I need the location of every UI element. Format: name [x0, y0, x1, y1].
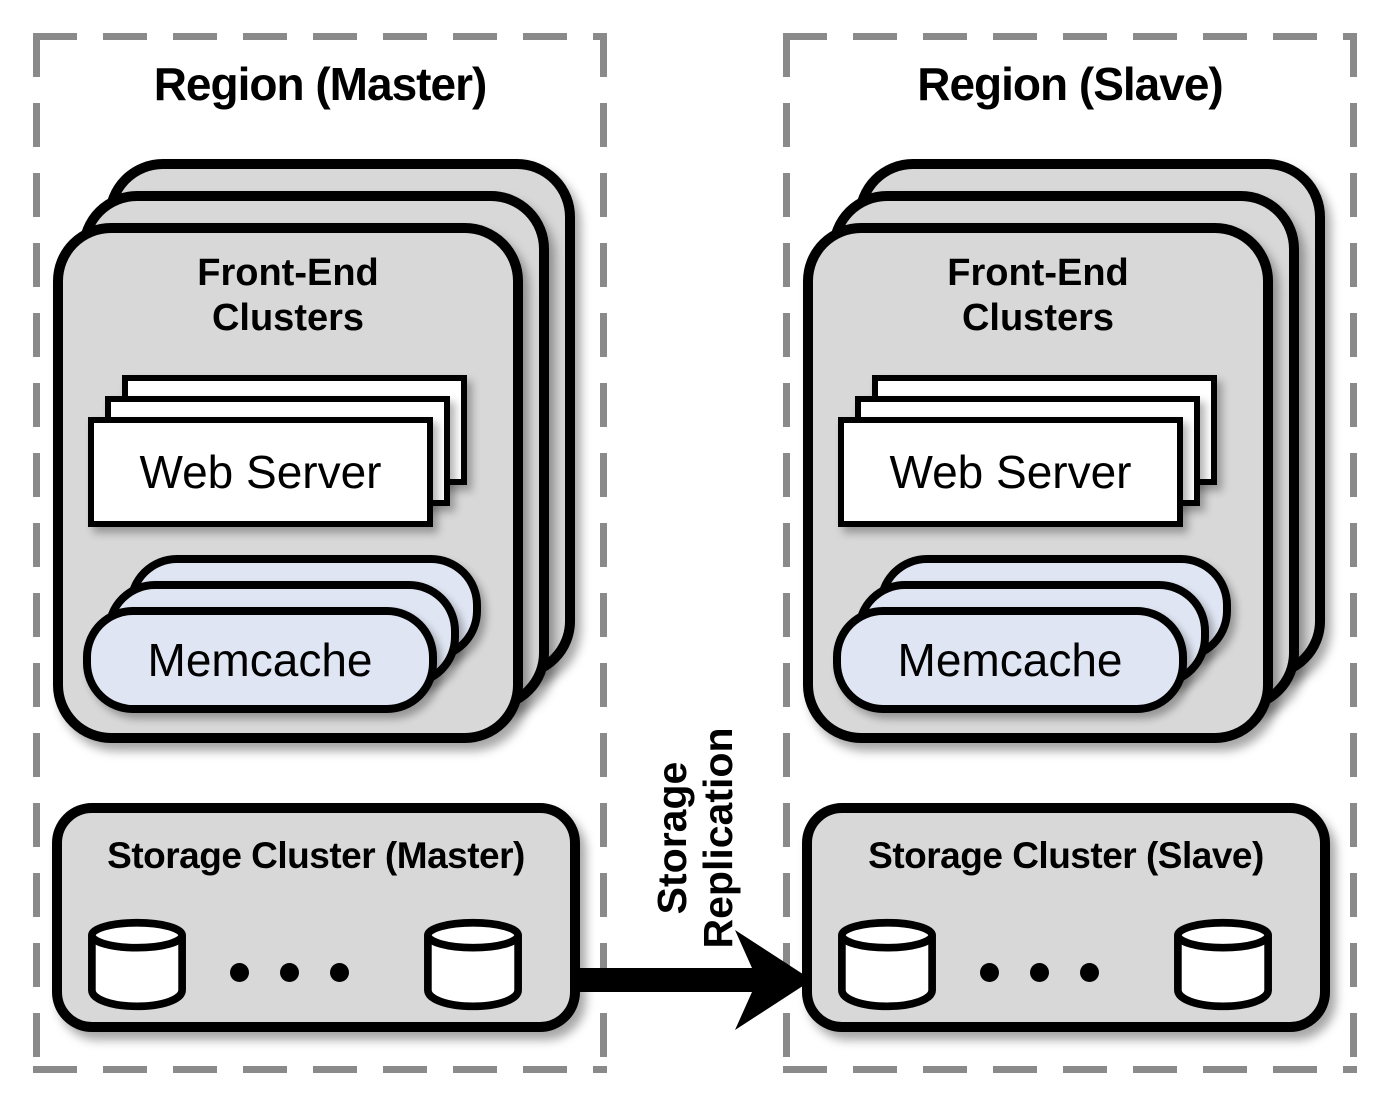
- dot-icon: [980, 963, 999, 982]
- frontend-clusters-label: Front-End Clusters: [197, 252, 379, 339]
- dot-icon: [1030, 963, 1049, 982]
- ellipsis-dots-icon: [230, 963, 349, 982]
- database-cylinder-icon: [1174, 918, 1272, 1011]
- dot-icon: [1080, 963, 1099, 982]
- region-slave: Region (Slave) Front-End Clusters Web Se…: [783, 33, 1357, 1073]
- region-title: Region (Slave): [917, 58, 1224, 110]
- web-server-box: Web Server: [88, 417, 433, 527]
- frontend-clusters-label: Front-End Clusters: [947, 252, 1129, 339]
- storage-cluster-title: Storage Cluster (Master): [107, 835, 525, 876]
- web-server-box: Web Server: [838, 417, 1183, 527]
- database-cylinder-icon: [88, 918, 186, 1011]
- replication-arrow-icon: [580, 930, 812, 1030]
- memcache-box: Memcache: [83, 607, 437, 713]
- memcache-label: Memcache: [897, 634, 1123, 686]
- dot-icon: [280, 963, 299, 982]
- dot-icon: [330, 963, 349, 982]
- database-cylinder-icon: [838, 918, 936, 1011]
- storage-cluster-slave: Storage Cluster (Slave): [802, 803, 1330, 1032]
- dot-icon: [230, 963, 249, 982]
- ellipsis-dots-icon: [980, 963, 1099, 982]
- region-master: Region (Master) Front-End Clusters Web S…: [33, 33, 607, 1073]
- web-server-label: Web Server: [889, 446, 1132, 498]
- web-server-label: Web Server: [139, 446, 382, 498]
- storage-cluster-title: Storage Cluster (Slave): [868, 835, 1264, 876]
- database-cylinder-icon: [424, 918, 522, 1011]
- storage-replication-line2: Replication: [695, 727, 741, 949]
- region-title: Region (Master): [153, 58, 488, 110]
- storage-replication-line1: Storage: [649, 761, 696, 915]
- storage-cluster-master: Storage Cluster (Master): [52, 803, 580, 1032]
- memcache-box: Memcache: [833, 607, 1187, 713]
- storage-replication-label: Storage Replication: [649, 727, 742, 949]
- memcache-label: Memcache: [147, 634, 373, 686]
